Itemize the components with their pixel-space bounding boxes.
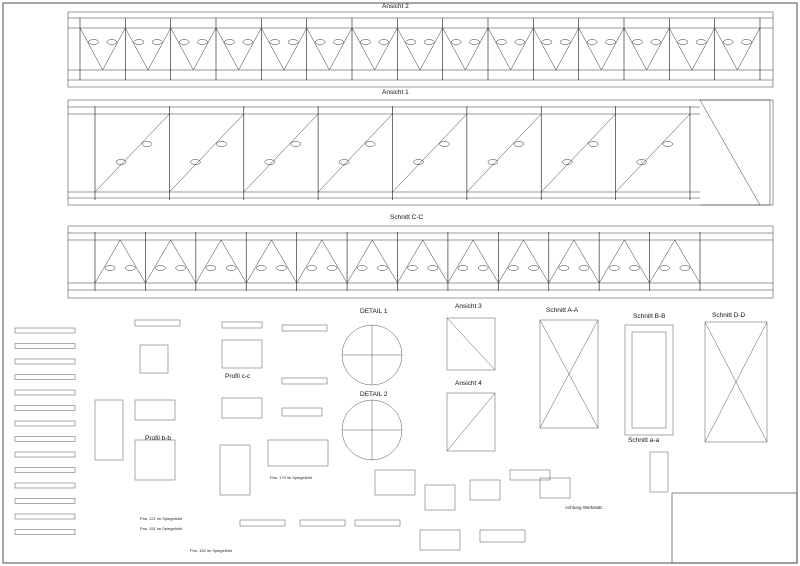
title-ansicht-4: Ansicht 4 xyxy=(455,380,482,387)
note-spiegelbild-4: Pos. 179 im Spiegelbild xyxy=(270,475,312,480)
title-ansicht-2: Ansicht 2 xyxy=(382,3,409,10)
schnitt-bb-frame xyxy=(624,324,674,436)
title-profil-bb: Profil b-b xyxy=(145,435,172,442)
ansicht-3-frame xyxy=(446,317,496,371)
title-detail-2: DETAIL 2 xyxy=(360,391,388,398)
title-block xyxy=(671,492,798,564)
truss-ansicht-1 xyxy=(67,99,774,206)
schnitt-aa-frame xyxy=(539,319,599,429)
truss-ansicht-2 xyxy=(67,11,774,88)
title-schnitt-a-a: Schnitt a-a xyxy=(628,437,660,444)
note-spiegelbild-1: Pos. 121 im Spiegelbild xyxy=(140,516,182,521)
ansicht-4-frame xyxy=(446,392,496,452)
schnitt-dd-frame xyxy=(704,321,768,443)
note-spiegelbild-3: Pos. 152 im Spiegelbild xyxy=(190,548,232,553)
title-schnitt-aa: Schnitt A-A xyxy=(546,307,579,314)
title-ansicht-1: Ansicht 1 xyxy=(382,89,409,96)
truss-schnitt-cc xyxy=(67,225,774,299)
title-schnitt-bb: Schnitt B-B xyxy=(633,313,666,320)
schnitt-a-a-frame xyxy=(649,451,669,493)
detail-area xyxy=(14,317,768,551)
note-spiegelbild-2: Pos. 151 im Spiegelbild xyxy=(140,526,182,531)
title-schnitt-cc: Schnitt C-C xyxy=(390,214,424,221)
title-schnitt-dd: Schnitt D-D xyxy=(712,312,746,319)
title-ansicht-3: Ansicht 3 xyxy=(455,303,482,310)
title-detail-1: DETAIL 1 xyxy=(360,308,388,315)
note-achtung-werkstatt: Achtung Werkstatt: xyxy=(565,505,603,510)
title-profil-cc: Profil c-c xyxy=(225,373,251,380)
